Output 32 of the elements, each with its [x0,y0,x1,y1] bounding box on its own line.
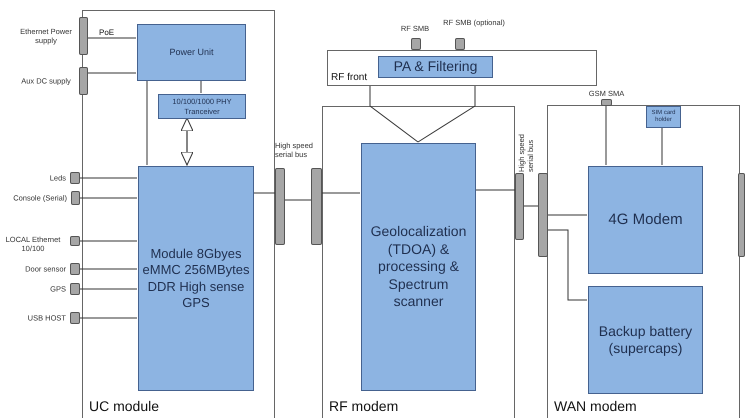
module-frame [322,106,515,418]
bus-connector [738,173,745,257]
process-box: Backup battery (supercaps) [588,286,703,394]
connector-line [200,80,202,94]
connector-line [146,80,148,166]
connector-line [370,86,476,142]
connector-line [80,268,138,270]
process-box: 4G Modem [588,166,703,274]
module-label: RF front [331,72,368,83]
connector-line [80,288,138,290]
process-box: Module 8Gbyes eMMC 256MBytes DDR High sense GPS [138,166,254,391]
module-label: RF modem [329,398,398,414]
bus-connector [275,168,285,245]
connector-line [80,240,138,242]
bus-connector [538,173,548,257]
connector-line [252,192,276,194]
connector-line [548,230,588,300]
module-frame [327,50,597,86]
module-label: WAN modem [554,398,637,414]
connector-line [322,192,360,194]
module-label: UC module [89,398,160,414]
process-box: Power Unit [137,24,246,81]
process-box: Geolocalization (TDOA) & processing & Spectrum scanner [361,143,476,391]
bus-connector [311,168,322,245]
module-frame [547,105,740,418]
process-box: PA & Filtering [378,56,493,78]
connector-line [88,72,136,74]
edge-label: PoE [98,28,116,37]
connector-line [548,214,588,216]
bus-connector [515,173,524,240]
double-arrow [180,118,194,166]
module-frame [82,10,275,418]
